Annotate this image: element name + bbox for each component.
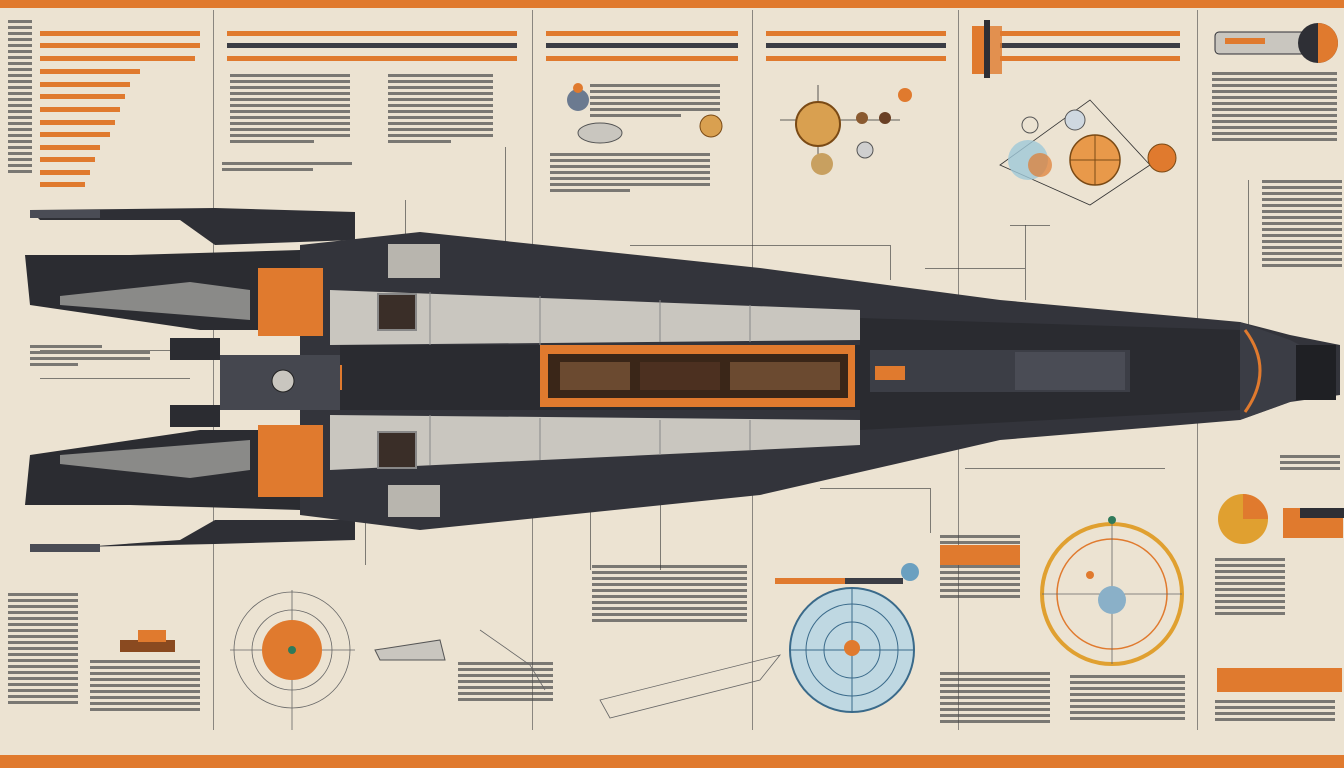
leader-line: [820, 488, 930, 489]
text-paragraph: [1070, 675, 1185, 723]
chart-bar: [40, 56, 195, 61]
leader-line: [40, 350, 190, 351]
segmented-sphere-icon: [1218, 494, 1344, 544]
text-paragraph: [940, 672, 1050, 726]
chart-bar: [40, 170, 90, 175]
rover-icon: [120, 630, 175, 652]
highlight-label-bar: [775, 578, 845, 584]
text-paragraph: [388, 74, 493, 146]
leader-line: [405, 200, 406, 245]
leader-line: [890, 245, 891, 280]
text-paragraph: [550, 153, 710, 195]
leader-line: [505, 147, 506, 242]
text-paragraph: [230, 74, 350, 146]
highlight-label-bar: [940, 545, 1020, 565]
text-paragraph: [222, 162, 352, 174]
chart-bar: [40, 182, 85, 187]
text-paragraph: [1215, 700, 1335, 724]
chart-bar: [40, 132, 110, 137]
probe-wireframe-icon: [374, 629, 782, 719]
leader-line: [590, 510, 591, 570]
leader-line: [1025, 225, 1026, 300]
chart-bar: [40, 94, 125, 99]
leader-line: [660, 500, 661, 570]
chart-bar: [40, 69, 140, 74]
text-paragraph: [458, 662, 553, 704]
text-paragraph: [1280, 455, 1340, 473]
chart-row-labels: [8, 20, 32, 176]
text-paragraph: [30, 345, 150, 369]
orange-tank-icon: [972, 20, 1002, 78]
top-border-stripe: [0, 0, 1344, 8]
column-divider: [213, 10, 214, 730]
chart-bar: [40, 82, 130, 87]
highlight-label-bar: [1217, 668, 1342, 692]
spaceship-hull: [25, 208, 1340, 552]
leader-line: [965, 468, 1165, 469]
chart-bar: [40, 145, 100, 150]
leader-line: [1248, 180, 1249, 330]
orbital-satellite-diagram-icon: [999, 99, 1177, 206]
orbit-ring-diagram-icon: [1040, 516, 1184, 666]
leader-line: [40, 378, 190, 379]
text-paragraph: [592, 565, 747, 625]
bottom-border-stripe: [0, 755, 1344, 768]
leader-line: [630, 245, 890, 246]
leader-line: [930, 488, 931, 533]
chart-bar: [40, 107, 120, 112]
chart-bar: [40, 157, 95, 162]
leader-line: [925, 268, 1025, 269]
text-paragraph: [90, 660, 200, 714]
chart-bar: [40, 31, 200, 36]
navigation-dial-icon: [789, 563, 919, 713]
text-paragraph: [8, 593, 78, 707]
text-paragraph: [1212, 72, 1337, 144]
highlight-label-bar: [845, 578, 903, 584]
planetary-diagram-icon: [780, 85, 912, 175]
probe-icon: [1214, 23, 1338, 63]
chart-bar: [40, 120, 115, 125]
capsule-icon: [577, 114, 723, 144]
text-paragraph: [1262, 180, 1342, 270]
text-paragraph: [590, 84, 720, 120]
leader-line: [365, 520, 366, 565]
astronaut-icon: [567, 83, 589, 111]
leader-line: [1010, 225, 1050, 226]
chart-bar: [40, 43, 200, 48]
text-paragraph: [1215, 558, 1285, 618]
reactor-core-diagram-icon: [230, 590, 355, 730]
